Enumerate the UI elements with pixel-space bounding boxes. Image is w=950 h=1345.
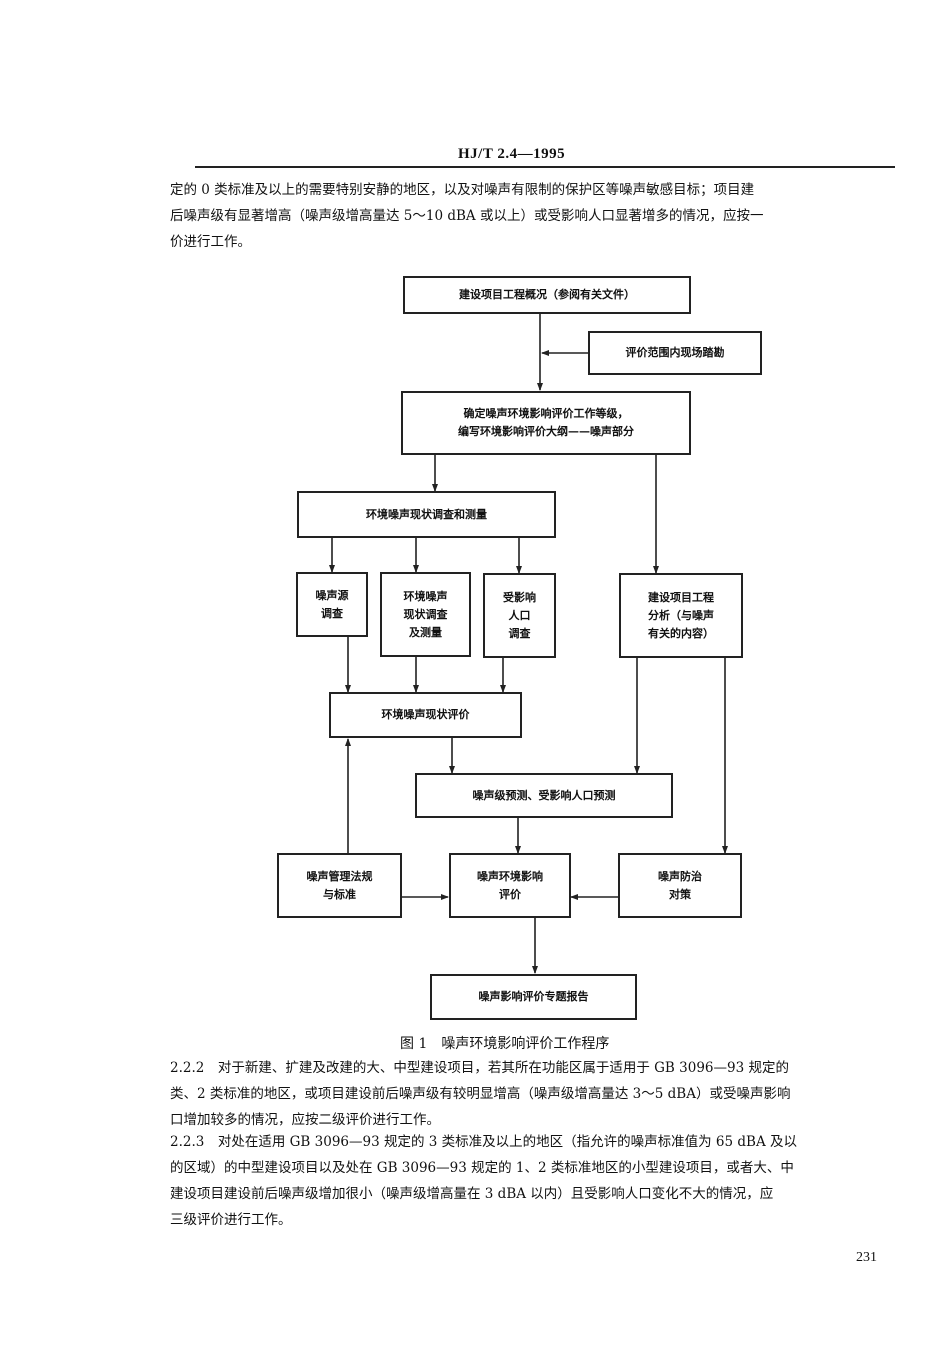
box-status-survey: 环境噪声 现状调查 及测量 — [380, 572, 471, 657]
box-project-overview: 建设项目工程概况（参阅有关文件） — [403, 276, 691, 314]
box-label-line: 建设项目工程 — [648, 590, 714, 604]
box-label-line: 环境噪声 — [403, 589, 448, 603]
box-label-line: 编写环境影响评价大纲——噪声部分 — [458, 425, 634, 438]
section-2-2-3: 2.2.3 对处在适用 GB 3096—93 规定的 3 类标准及以上的地区（指… — [170, 1129, 797, 1233]
box-label-line: 噪声环境影响 — [477, 869, 543, 883]
box-label-line: 噪声源 — [315, 588, 349, 602]
box-survey-measure: 环境噪声现状调查和测量 — [297, 491, 556, 538]
box-label: 环境噪声现状评价 — [381, 708, 470, 721]
text-line: 定的 0 类标准及以上的需要特别安静的地区，以及对噪声有限制的保护区等噪声敏感目… — [170, 182, 755, 198]
section-2-2-2: 2.2.2 对于新建、扩建及改建的大、中型建设项目，若其所在功能区属于适用于 G… — [170, 1055, 790, 1133]
box-label-line: 噪声管理法规 — [306, 869, 373, 883]
box-special-report: 噪声影响评价专题报告 — [430, 974, 637, 1020]
box-determine-grade: 确定噪声环境影响评价工作等级， 编写环境影响评价大纲——噪声部分 — [401, 391, 691, 455]
box-label-line: 确定噪声环境影响评价工作等级， — [463, 407, 629, 420]
box-noise-source-survey: 噪声源 调查 — [296, 572, 368, 637]
box-label: 噪声级预测、受影响人口预测 — [472, 788, 616, 802]
text-line: 2.2.2 对于新建、扩建及改建的大、中型建设项目，若其所在功能区属于适用于 G… — [170, 1060, 789, 1076]
box-noise-control: 噪声防治 对策 — [618, 853, 742, 918]
text-line: 价进行工作。 — [170, 234, 251, 250]
box-label-line: 调查 — [508, 626, 531, 640]
page-number: 231 — [856, 1250, 877, 1265]
box-status-evaluation: 环境噪声现状评价 — [329, 692, 522, 738]
text-line: 2.2.3 对处在适用 GB 3096—93 规定的 3 类标准及以上的地区（指… — [170, 1134, 797, 1150]
text-line: 三级评价进行工作。 — [170, 1212, 292, 1228]
box-label: 评价范围内现场踏勘 — [625, 346, 725, 359]
text-line: 的区域）的中型建设项目以及处在 GB 3096—93 规定的 1、2 类标准地区… — [170, 1160, 794, 1176]
box-prediction: 噪声级预测、受影响人口预测 — [415, 773, 673, 818]
box-label-line: 人口 — [508, 608, 531, 622]
text-line: 后噪声级有显著增高（噪声级增高量达 5～10 dBA 或以上）或受影响人口显著增… — [170, 208, 764, 224]
box-regulation-standard: 噪声管理法规 与标准 — [277, 853, 402, 918]
box-label-line: 受影响 — [503, 590, 536, 604]
box-label-line: 分析（与噪声 — [648, 608, 714, 622]
box-label-line: 调查 — [321, 606, 343, 620]
box-impact-evaluation: 噪声环境影响 评价 — [449, 853, 571, 918]
box-label-line: 噪声防治 — [658, 869, 702, 883]
box-population-survey: 受影响 人口 调查 — [483, 573, 556, 658]
text-line: 类、2 类标准的地区，或项目建设前后噪声级有较明显增高（噪声级增高量达 3～5 … — [170, 1086, 791, 1102]
box-project-analysis: 建设项目工程 分析（与噪声 有关的内容） — [619, 573, 743, 658]
text-line: 口增加较多的情况，应按二级评价进行工作。 — [170, 1112, 440, 1128]
box-label: 噪声影响评价专题报告 — [478, 990, 589, 1003]
box-label-line: 对策 — [669, 887, 691, 901]
figure-caption: 图 1 噪声环境影响评价工作程序 — [400, 1036, 610, 1052]
box-label-line: 有关的内容） — [648, 626, 714, 640]
document-header-code: HJ/T 2.4—1995 — [458, 146, 566, 162]
top-paragraph: 定的 0 类标准及以上的需要特别安静的地区，以及对噪声有限制的保护区等噪声敏感目… — [170, 177, 763, 255]
box-label-line: 及测量 — [409, 625, 442, 639]
box-label-line: 与标准 — [323, 887, 356, 901]
box-label-line: 评价 — [499, 887, 521, 901]
box-label: 建设项目工程概况（参阅有关文件） — [459, 288, 635, 301]
box-label-line: 现状调查 — [403, 607, 448, 621]
header-rule — [195, 166, 895, 168]
box-label: 环境噪声现状调查和测量 — [366, 507, 487, 521]
text-line: 建设项目建设前后噪声级增加很小（噪声级增高量在 3 dBA 以内）且受影响人口变… — [170, 1186, 774, 1202]
box-site-survey: 评价范围内现场踏勘 — [588, 331, 762, 375]
